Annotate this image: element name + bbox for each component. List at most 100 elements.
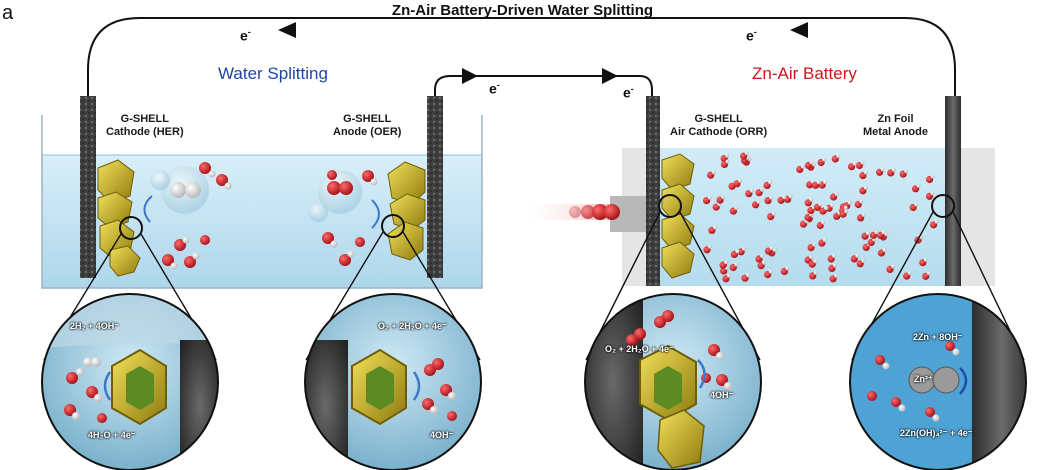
hydroxide-ion-hydrogen [930,191,935,196]
hydroxide-ion-hydrogen [771,211,776,216]
hydroxide-ion-hydrogen [866,231,870,236]
hydroxide-ion-hydrogen [762,260,767,265]
her-zoom-inset [41,293,219,470]
electron-label: e- [240,27,251,44]
hydroxide-ion-hydrogen [824,206,828,211]
orr-magnifier-marker [658,194,682,218]
hydroxide-ion-hydrogen [756,199,761,204]
oer-catalyst-particles [387,161,426,261]
panel-letter: a [2,2,14,24]
orr-equation-bottom: 4OH⁻ [710,390,734,400]
hydroxide-ion-hydrogen [860,160,865,165]
hydroxide-ion-hydrogen [735,249,740,254]
her-cathode-electrode [80,96,96,278]
hydroxide-ions [703,151,939,283]
hydroxide-ion-hydrogen [914,202,919,207]
hydroxide-ion-hydrogen [891,167,896,172]
hydroxide-ion-hydrogen [861,258,866,263]
arrow-right-icon [602,68,618,84]
hydroxide-ion-hydrogen [855,253,860,258]
hydroxide-ion-hydrogen [882,248,887,252]
hydroxide-ion-hydrogen [863,185,868,190]
hydroxide-ion-hydrogen [823,180,828,185]
hydroxide-ion-hydrogen [832,254,837,258]
hydroxide-ion-hydrogen [768,180,773,185]
hydroxide-ion-hydrogen [934,219,939,224]
hydroxide-ion-hydrogen [785,266,790,271]
her-catalyst-particles [97,159,141,277]
arrow-right-icon [462,68,478,84]
hydroxide-ion-hydrogen [818,202,823,207]
outer-circuit-wire [87,17,956,108]
hydroxide-ion-hydrogen [721,195,726,200]
hydroxide-ion-hydrogen [772,247,777,252]
oer-equation-top: O₂ + 2H₂O + 4e⁻ [378,321,447,331]
orr-air-cathode-electrode [646,96,660,286]
hydroxide-ion-hydrogen [809,255,814,259]
electron-label: e- [623,84,634,101]
hydroxide-ion-hydrogen [834,192,839,196]
hydroxide-ion-hydrogen [880,167,885,172]
hydroxide-ion-hydrogen [863,170,868,175]
arrow-left-icon [790,22,808,38]
water-splitting-molecules [143,162,380,270]
oer-anode-electrode [427,96,443,278]
hydroxide-ion-hydrogen [769,195,773,200]
oer-magnifier-marker [381,214,405,238]
hydroxide-ion-hydrogen [734,262,739,267]
hydroxide-ion-hydrogen [813,270,818,275]
hydroxide-ion-hydrogen [852,161,857,166]
hydroxide-ion-hydrogen [711,170,716,175]
hydroxide-ion-hydrogen [881,230,886,235]
hydroxide-ion-hydrogen [727,273,731,278]
hydroxide-ion-hydrogen [800,164,805,169]
hydroxide-ion-hydrogen [834,273,839,278]
hydroxide-ion-hydrogen [742,246,747,251]
hydroxide-ion-hydrogen [847,200,852,205]
zn-ion-label: Zn²⁺ [914,374,933,384]
zn-zoom-inset [849,293,1027,470]
hydroxide-ion-hydrogen [844,209,849,214]
orr-zoom-inset [584,293,762,470]
her-equation-top: 2H₂ + 4OH⁻ [70,321,120,331]
hydroxide-ion-hydrogen [859,199,864,204]
zn-foil-anode [945,96,961,286]
hydroxide-ion-hydrogen [708,244,712,249]
hydroxide-ion-hydrogen [822,157,827,162]
diagram-title: Zn-Air Battery-Driven Water Splitting [391,2,654,19]
hydroxide-ion-hydrogen [809,197,814,202]
hydroxide-ion-hydrogen [812,242,817,247]
hydroxide-ion-hydrogen [749,188,754,193]
water-splitting-title: Water Splitting [218,64,328,83]
electron-label: e- [746,27,757,44]
hydroxide-ion-hydrogen [760,187,765,192]
hydroxide-ion-hydrogen [816,180,821,185]
zn-equation-top: 2Zn + 8OH⁻ [913,332,963,342]
oer-zoom-inset [304,293,482,470]
orr-catalyst-particles [661,153,695,279]
hydroxide-ion-hydrogen [725,153,730,158]
hydroxide-ion-hydrogen [707,195,712,200]
hydroxide-ion-hydrogen [768,269,773,274]
hydroxide-ion-hydrogen [712,225,717,230]
zn-air-battery-title: Zn-Air Battery [752,64,857,83]
hydroxide-ion-hydrogen [926,271,931,276]
hydroxide-ion-hydrogen [930,174,935,179]
hydroxide-ion-hydrogen [830,203,835,208]
inner-circuit-wire [434,68,653,100]
hydroxide-ion-hydrogen [843,205,848,210]
hydroxide-ion-hydrogen [724,260,729,265]
hydroxide-ion-hydrogen [821,220,826,225]
hydroxide-ion-hydrogen [782,195,787,200]
hydroxide-ion-hydrogen [725,159,730,164]
zn-magnifier-marker [931,194,955,218]
hydroxide-ion-hydrogen [916,183,921,188]
hydroxide-ion-hydrogen [809,160,814,165]
hydroxide-ion-hydrogen [907,271,912,276]
hydroxide-ion-hydrogen [760,254,764,258]
hydroxide-ion-hydrogen [891,264,895,269]
